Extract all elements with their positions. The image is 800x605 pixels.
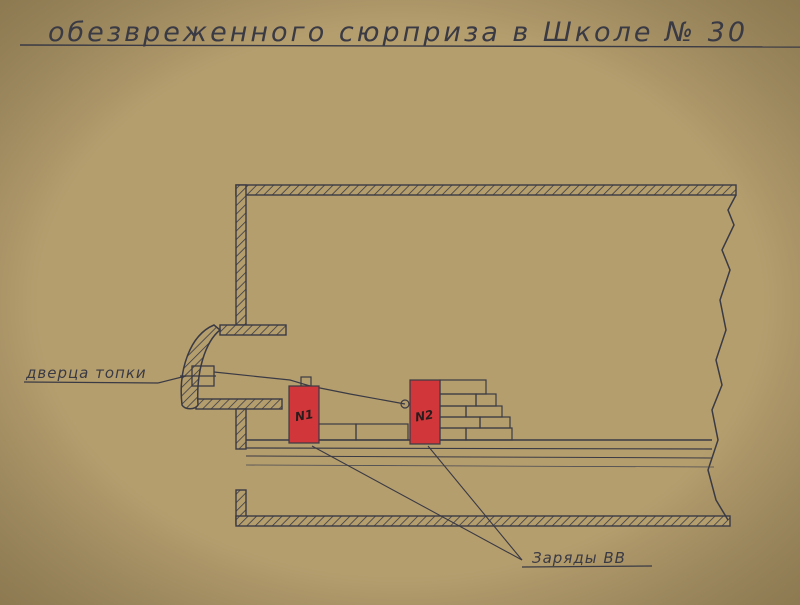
- title-underline: [19, 44, 800, 48]
- door-leader-line: [157, 375, 187, 384]
- charges-label-underline: [521, 565, 653, 568]
- door-label-underline: [23, 381, 159, 384]
- left-wall-lower: [235, 408, 247, 450]
- door-label: дверца топки: [25, 364, 147, 382]
- fuse-node-2: [400, 399, 410, 409]
- furnace-walls: [195, 184, 737, 527]
- top-wall: [235, 184, 737, 196]
- charges-leader-1: [311, 445, 523, 561]
- left-wall-upper: [235, 184, 247, 326]
- charge-1-label: N1: [294, 407, 315, 424]
- break-line: [707, 194, 737, 521]
- charge-2: N2: [409, 379, 441, 445]
- charges-label: Заряды ВВ: [532, 549, 626, 567]
- door-frame-bottom: [195, 398, 283, 410]
- charge-1: N1: [288, 385, 320, 444]
- charges-leader-2: [427, 445, 523, 561]
- charge-2-label: N2: [414, 407, 435, 424]
- door-frame-top: [219, 324, 287, 336]
- diagram-title: обезвреженного сюрприза в Школе № 30: [48, 17, 748, 48]
- firebox-door: [180, 324, 222, 410]
- bottom-wall: [235, 515, 731, 527]
